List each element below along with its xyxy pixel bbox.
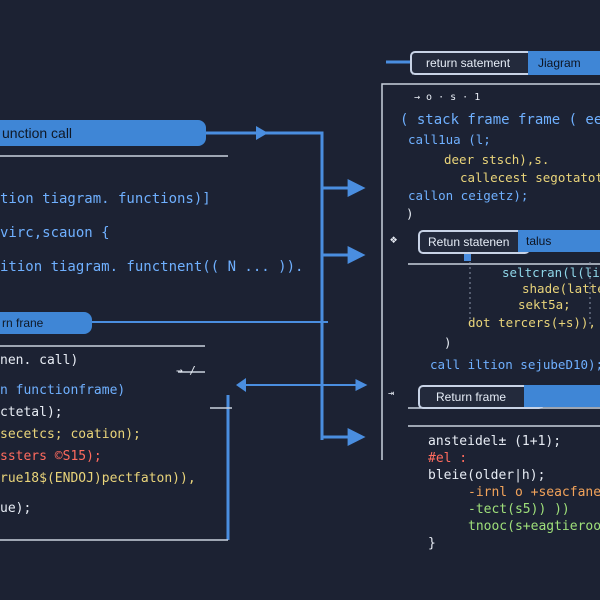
- return-frame-text: rn frane: [2, 316, 44, 330]
- diagram-tag-text: Jiagram: [538, 56, 581, 70]
- arrowhead-function-call: [256, 126, 268, 140]
- code-line: → o · s · 1: [414, 92, 481, 103]
- connector-dot: [464, 254, 471, 261]
- code-line: call iltion sejubeD10);: [430, 357, 600, 372]
- return-value-text: Retun statenen: [428, 235, 510, 249]
- code-line: callon ceigetz);: [408, 188, 529, 203]
- code-line: -tect(s5)) )): [468, 502, 570, 517]
- code-line: #el :: [428, 451, 468, 466]
- return-value-label: Retun statenen: [418, 230, 530, 254]
- return-statement-text: return satement: [426, 56, 511, 70]
- code-line: sekt5a;: [518, 297, 571, 312]
- function-call-text: unction call: [2, 125, 73, 141]
- code-line: seltcran(l(lim: [502, 265, 600, 280]
- code-line: nen. call): [0, 353, 79, 368]
- code-line: ): [406, 206, 414, 221]
- code-line: call1ua (l;: [408, 132, 491, 147]
- code-line: tion tiagram. functions)]: [0, 191, 211, 207]
- value-tag: talus: [518, 230, 600, 252]
- code-line: ssters ©S15);: [0, 449, 102, 464]
- value-tag-text: talus: [526, 234, 552, 248]
- return-frame-label-right: Return frame: [418, 385, 544, 409]
- bullet-icon: ❖: [390, 232, 398, 246]
- code-line: ( stack frame frame ( eer: [400, 112, 600, 128]
- code-line: rue18$(ENDOJ)pectfaton)),: [0, 471, 196, 486]
- return-frame-right-text: Return frame: [436, 390, 507, 404]
- code-line: ansteidel± (1+1);: [428, 434, 562, 449]
- code-line: n functionframe): [0, 383, 126, 398]
- arrow-marker: ⇥: [388, 388, 395, 399]
- right-code-top: → o · s · 1 ( stack frame frame ( eer ca…: [400, 90, 600, 222]
- code-line: ition tiagram. functnent(( N ... )).: [0, 259, 304, 275]
- code-line: shade(latte: [522, 281, 600, 296]
- panel-right-border: [381, 83, 600, 460]
- return-frame-label-left: rn frane: [0, 312, 92, 334]
- code-line: }: [428, 536, 436, 551]
- right-code-bottom: ansteidel± (1+1); #el : bleie(older|h); …: [428, 433, 600, 552]
- code-line: callecest segotatotali: [460, 170, 600, 185]
- code-line: dot tercers(+s)),: [468, 315, 596, 330]
- function-call-label: unction call: [0, 120, 206, 146]
- code-line: ): [444, 335, 452, 350]
- arrowhead-frame-left: [236, 378, 246, 392]
- right-code-mid: seltcran(l(lim shade(latte sekt5a; dot t…: [430, 265, 600, 373]
- code-line: secetcs; coation);: [0, 427, 141, 442]
- return-frame-tag: [524, 385, 600, 407]
- diagram-tag: Jiagram: [528, 51, 600, 75]
- code-line: ue);: [0, 501, 32, 516]
- code-line: ctetal);: [0, 405, 63, 420]
- code-line: virc,scauon {: [0, 225, 110, 241]
- code-line: tnooc(s+eagtieroo: [468, 519, 600, 534]
- code-line: bleie(older|h);: [428, 468, 546, 483]
- left-code-top: tion tiagram. functions)] virc,scauon { …: [0, 182, 303, 284]
- return-statement-label: return satement: [410, 51, 548, 75]
- wire-function-call: [196, 131, 324, 440]
- arrow-tag: → /: [176, 364, 196, 377]
- left-code-bottom: nen. call) n functionframe) ctetal); sec…: [0, 350, 196, 520]
- code-line: deer stsch),s.: [444, 152, 550, 167]
- code-line: -irnl o +seacfane): [468, 485, 600, 500]
